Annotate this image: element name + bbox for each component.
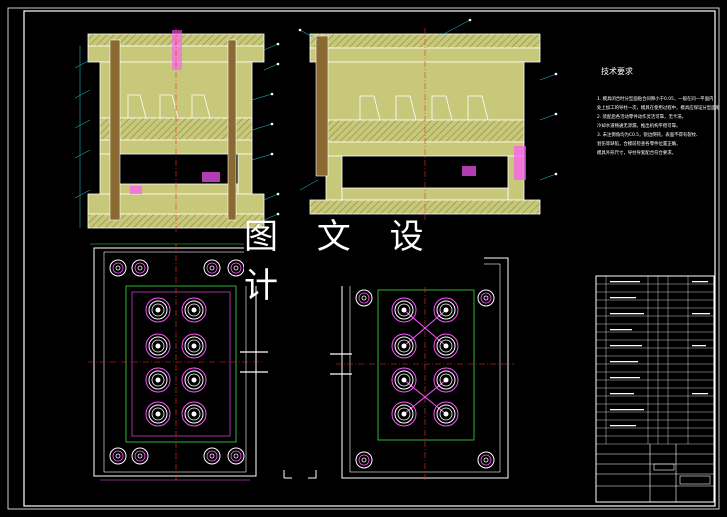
requirement-line: 冷却水道畅通无渗漏，推出机构平稳可靠。 bbox=[597, 124, 681, 129]
section-view-right bbox=[298, 18, 558, 220]
requirement-line: 1. 模具闭合时分型面贴合间隙小于0.05，一般在同一平面内 bbox=[597, 97, 714, 102]
section-mark-right bbox=[308, 470, 317, 479]
outer-border bbox=[7, 7, 720, 510]
watermark-overlay: 图 文 设 计 bbox=[244, 217, 484, 306]
technical-requirements-title: 技术要求 bbox=[601, 67, 633, 76]
requirement-line: 2. 装配后各活动零件动作灵活可靠，无卡滞。 bbox=[597, 115, 687, 120]
watermark-text: 图 文 设 计 bbox=[244, 217, 438, 306]
inner-border bbox=[23, 10, 716, 507]
parts-list-table bbox=[595, 275, 715, 503]
technical-requirements: 技术要求 1. 模具闭合时分型面贴合间隙小于0.05，一般在同一平面内 处上加工… bbox=[597, 66, 719, 158]
section-view-left bbox=[74, 28, 280, 232]
plan-view-right bbox=[330, 254, 514, 482]
requirement-line: 划伤等缺陷，合模前检查各零件位置正确， bbox=[597, 142, 681, 147]
requirement-line: 3. 未注倒角均为C0.5，锐边倒钝，表面不得有裂纹、 bbox=[597, 133, 701, 138]
section-mark-left bbox=[283, 470, 292, 479]
plan-view-left bbox=[88, 243, 268, 481]
requirement-line: 处上加工的导柱一次，模具在使用过程中，模具应保证分型面顺畅。 bbox=[597, 106, 719, 111]
requirement-line: 模具外形尺寸，导柱导套配合符合要求。 bbox=[597, 151, 677, 156]
